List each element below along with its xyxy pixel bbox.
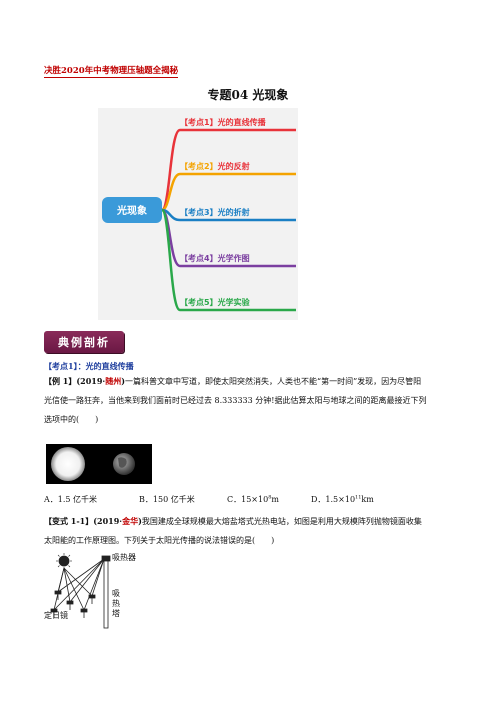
solar-tower-diagram: 吸热器 定日镜 吸热塔 (44, 552, 136, 629)
example-source-close: ) (121, 376, 125, 386)
document-header: 决胜2020年中考物理压轴题全揭秘 (44, 66, 179, 78)
mind-map-center-node (102, 197, 162, 223)
option-a[interactable]: A．1.5 亿千米 (44, 494, 139, 505)
example-text-line2: 光信使一路狂奔，当他来到我们面前时已经过去 8.333333 分钟!据此估算太阳… (44, 396, 427, 405)
option-d-letter: D． (311, 495, 326, 504)
sun-earth-photo (46, 444, 152, 484)
answer-options: A．1.5 亿千米 B．150 亿千米 C．15×108m D．1.5×1011… (44, 494, 464, 505)
variant-source-open: (2019· (93, 516, 123, 526)
mind-map-branch-label: 【考点4】光学作图 (180, 253, 250, 263)
example-text-line3: 选项中的( ) (44, 415, 99, 424)
example-1: 【例 1】(2019·随州)一篇科普文章中写道，即使太阳突然消失，人类也不能“第… (44, 372, 462, 429)
mind-map-branch-label: 【考点1】光的直线传播 (180, 117, 267, 127)
tower-label-char: 塔 (112, 608, 120, 618)
mind-map-branch-label: 【考点2】光的反射 (180, 161, 250, 171)
option-b[interactable]: B．150 亿千米 (139, 494, 227, 505)
example-text-line1: 一篇科普文章中写道，即使太阳突然消失，人类也不能“第一时间”发现，因为尽管阳 (125, 377, 422, 386)
mind-map-branch-line (161, 172, 296, 212)
sun-image (51, 447, 85, 481)
example-tag: 【例 1】 (44, 376, 77, 386)
variant-source-close: ) (138, 516, 142, 526)
option-d-exponent: 11 (355, 494, 362, 501)
section-label: 光的直线传播 (85, 361, 134, 371)
option-a-text: 1.5 亿千米 (57, 495, 98, 504)
mind-map-branch-label: 【考点3】光的折射 (180, 207, 250, 217)
option-d-text: 1.5×10 (325, 495, 356, 504)
variant-1-1: 【变式 1-1】(2019·金华)我国建成全球规模最大熔盐塔式光热电站，如图是利… (44, 512, 462, 550)
section-tag: 【考点1】： (44, 361, 86, 371)
option-a-letter: A． (44, 495, 58, 504)
option-c-exponent: 8 (268, 494, 272, 501)
option-d-unit: km (361, 495, 374, 504)
variant-text-line1: 我国建成全球规模最大熔盐塔式光热电站，如图是利用大规模阵列抛物镜面收集 (141, 517, 422, 526)
section-banner: 典例剖析 (44, 331, 124, 353)
option-b-letter: B． (139, 495, 153, 504)
mind-map-branch-label: 【考点5】光学实验 (180, 297, 251, 307)
example-source-open: (2019· (76, 376, 106, 386)
option-d[interactable]: D．1.5×1011km (311, 494, 374, 505)
page-title: 专题04 光现象 (207, 88, 289, 102)
mind-map: 光现象 【考点1】光的直线传播【考点2】光的反射【考点3】光的折射【考点4】光学… (98, 108, 298, 320)
tower-icon (103, 557, 109, 629)
tower-label: 吸热塔 (112, 589, 120, 618)
mind-map-center-label: 光现象 (116, 204, 147, 217)
mind-map-branch-line (160, 208, 296, 312)
sun-icon (58, 555, 70, 567)
option-c-text: 15×10 (241, 495, 269, 504)
option-c[interactable]: C．15×108m (227, 494, 311, 505)
tower-label-char: 热 (112, 598, 120, 608)
receiver-label: 吸热器 (112, 552, 136, 562)
section-heading: 【考点1】：光的直线传播 (44, 361, 134, 372)
variant-source-place: 金华 (122, 516, 139, 526)
option-c-unit: m (271, 495, 279, 504)
variant-tag: 【变式 1-1】 (44, 516, 94, 526)
variant-text-line2: 太阳能的工作原理图。下列关于太阳光传播的说法错误的是( ) (44, 536, 275, 545)
example-source-place: 随州 (105, 376, 122, 386)
tower-label-char: 吸 (112, 589, 120, 598)
heliostat-label: 定日镜 (44, 610, 68, 620)
option-b-text: 150 亿千米 (152, 495, 195, 504)
option-c-letter: C． (227, 495, 242, 504)
